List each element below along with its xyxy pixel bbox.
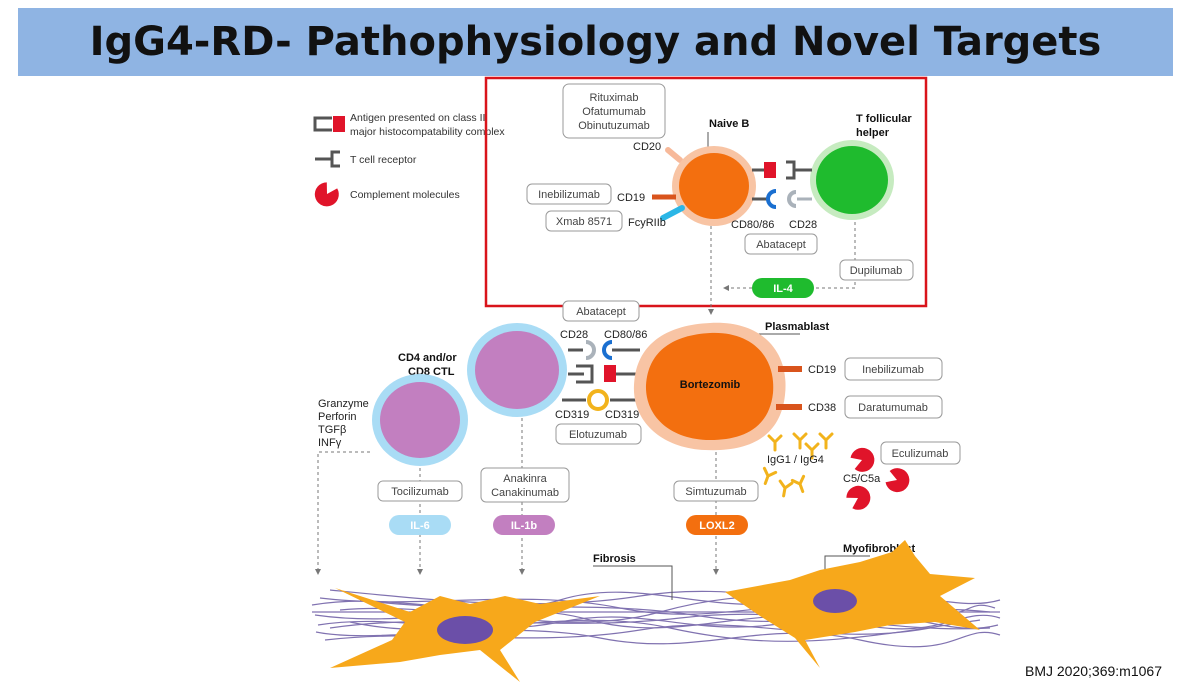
citation: BMJ 2020;369:m1067 bbox=[1025, 663, 1162, 679]
drug-tocilizumab: Tocilizumab bbox=[391, 486, 448, 498]
il4-label: IL-4 bbox=[773, 283, 793, 295]
ctl-cell-1 bbox=[380, 382, 460, 458]
il6-pill bbox=[389, 515, 451, 535]
drug-anakinra: Anakinra bbox=[503, 473, 547, 485]
legend-mhc-line-1: Antigen presented on class II bbox=[350, 112, 485, 124]
mediator-granzyme: Granzyme bbox=[318, 398, 369, 410]
naive-b-label: Naive B bbox=[709, 118, 749, 130]
bortezomib-label: Bortezomib bbox=[680, 379, 741, 391]
mediator-infg: INFγ bbox=[318, 437, 342, 449]
il4-pill bbox=[752, 278, 814, 298]
cd80-86-top-label: CD80/86 bbox=[731, 219, 774, 231]
cd80-86-bottom-label: CD80/86 bbox=[604, 329, 647, 341]
drug-simtuzumab: Simtuzumab bbox=[685, 486, 746, 498]
drug-canakinumab: Canakinumab bbox=[491, 487, 559, 499]
cd28-bottom-label: CD28 bbox=[560, 329, 588, 341]
cd20-label: CD20 bbox=[633, 141, 661, 153]
fibrosis-label: Fibrosis bbox=[593, 553, 636, 565]
loxl2-pill bbox=[686, 515, 748, 535]
cd319-left-label: CD319 bbox=[555, 409, 589, 421]
igg-label: IgG1 / IgG4 bbox=[767, 454, 824, 466]
mediator-perforin: Perforin bbox=[318, 411, 357, 423]
inebilizumab-top-box bbox=[526, 183, 612, 205]
drug-rituximab: Rituximab bbox=[590, 92, 639, 104]
elotuzumab-box bbox=[555, 423, 642, 445]
myofibroblast-nucleus-right bbox=[813, 589, 857, 613]
legend: Antigen presented on class II major hist… bbox=[310, 112, 505, 211]
cd319-right-label: CD319 bbox=[605, 409, 639, 421]
drug-inebilizumab-right: Inebilizumab bbox=[862, 364, 924, 376]
il1b-label: IL-1b bbox=[511, 520, 538, 532]
drug-elotuzumab: Elotuzumab bbox=[569, 429, 627, 441]
drug-inebilizumab-top: Inebilizumab bbox=[538, 189, 600, 201]
drug-eculizumab: Eculizumab bbox=[892, 448, 949, 460]
eculizumab-box bbox=[880, 441, 961, 465]
drug-abatacept-top: Abatacept bbox=[756, 239, 806, 251]
cd19-right-label: CD19 bbox=[808, 364, 836, 376]
abatacept-top-box bbox=[744, 233, 818, 255]
legend-complement: Complement molecules bbox=[350, 189, 460, 201]
simtuzumab-box bbox=[673, 480, 759, 502]
il6-label: IL-6 bbox=[410, 520, 430, 532]
complement-icon bbox=[310, 179, 343, 211]
drug-abatacept-mid: Abatacept bbox=[576, 306, 626, 318]
drug-xmab: Xmab 8571 bbox=[556, 216, 612, 228]
ctl-label-1: CD4 and/or bbox=[398, 352, 457, 364]
fcyriib-label: FcyRIIb bbox=[628, 217, 666, 229]
il1b-pill bbox=[493, 515, 555, 535]
tfh-label-1: T follicular bbox=[856, 113, 912, 125]
inebilizumab-right-box bbox=[844, 357, 943, 381]
mediator-tgfb: TGFβ bbox=[318, 424, 346, 436]
tfh-cell bbox=[816, 146, 888, 214]
cd38-label: CD38 bbox=[808, 402, 836, 414]
tfh-label-2: helper bbox=[856, 127, 890, 139]
myofibroblast-cell-right bbox=[725, 540, 980, 668]
myofibroblast-nucleus-left bbox=[437, 616, 493, 644]
ctl-cell-2 bbox=[475, 331, 559, 409]
highlight-box bbox=[484, 76, 928, 308]
tcr-synapse bbox=[786, 160, 812, 180]
il1-blockers-box bbox=[480, 467, 570, 503]
page-title: IgG4-RD- Pathophysiology and Novel Targe… bbox=[89, 19, 1102, 65]
anti-cd20-drug-box bbox=[562, 83, 666, 139]
plasmablast-label: Plasmablast bbox=[765, 321, 830, 333]
xmab-box bbox=[545, 210, 623, 232]
dupilumab-box bbox=[839, 259, 914, 281]
mhc-antigen-synapse bbox=[764, 162, 776, 178]
legend-tcr: T cell receptor bbox=[350, 154, 417, 166]
drug-dupilumab: Dupilumab bbox=[850, 265, 903, 277]
daratumumab-box bbox=[844, 395, 943, 419]
title-bar: IgG4-RD- Pathophysiology and Novel Targe… bbox=[18, 8, 1173, 76]
t-cell-receptor-icon bbox=[315, 150, 340, 168]
drug-obinutuzumab: Obinutuzumab bbox=[578, 120, 650, 132]
loxl2-label: LOXL2 bbox=[699, 520, 734, 532]
legend-mhc-line-2: major histocompatability complex bbox=[350, 126, 505, 138]
plasmablast-cell bbox=[645, 332, 774, 441]
cd28-top-label: CD28 bbox=[789, 219, 817, 231]
cd19-top-label: CD19 bbox=[617, 192, 645, 204]
abatacept-mid-box bbox=[562, 300, 640, 322]
c5-label: C5/C5a bbox=[843, 473, 881, 485]
naive-b-cell bbox=[679, 153, 749, 219]
mhc-antigen-icon bbox=[313, 116, 345, 132]
tocilizumab-box bbox=[377, 480, 463, 502]
myofibroblast-cell-left bbox=[330, 588, 600, 682]
drug-daratumumab: Daratumumab bbox=[858, 402, 928, 414]
drug-ofatumumab: Ofatumumab bbox=[582, 106, 646, 118]
